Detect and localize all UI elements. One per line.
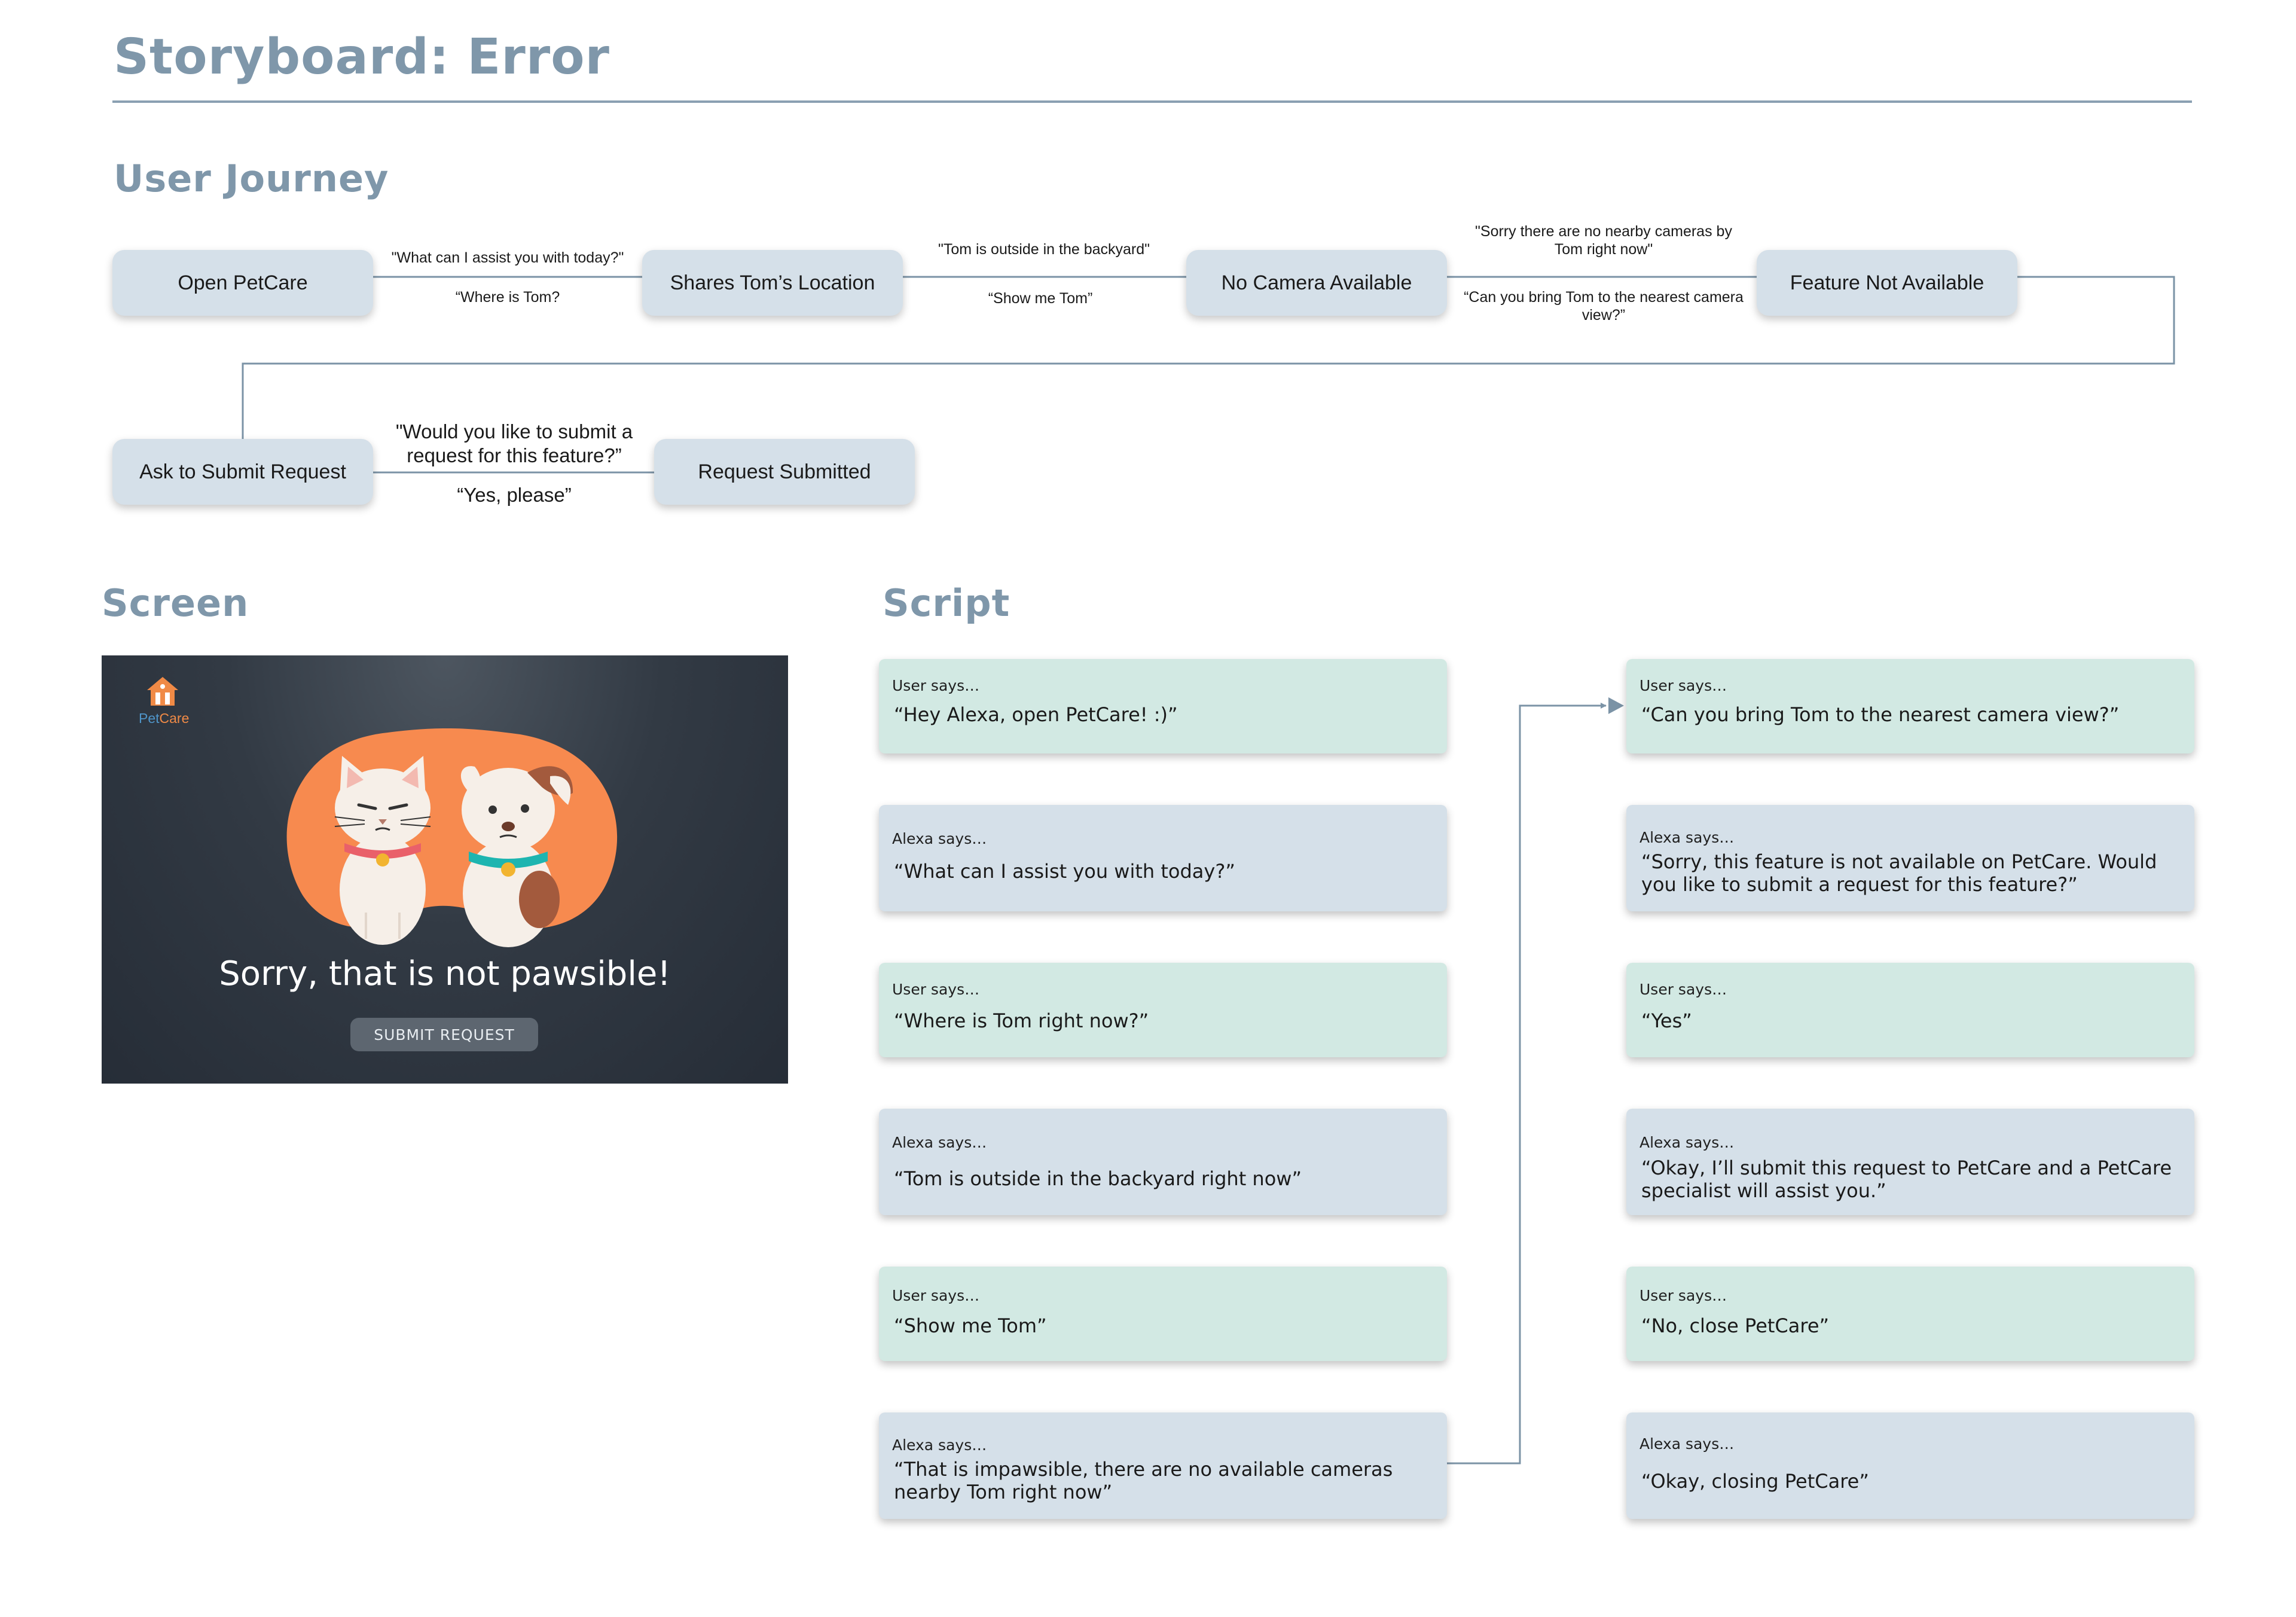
dialogue-text: “That is impawsible, there are no availa… (894, 1458, 1393, 1503)
dialogue-text: “Tom is outside in the backyard right no… (894, 1167, 1302, 1190)
script-card-right-3: User says… “Yes” (1626, 963, 2194, 1057)
speaker-label: Alexa says… (1639, 829, 1735, 846)
script-jump-arrow (1447, 703, 1607, 1465)
journey-node-request-submitted: Request Submitted (654, 439, 915, 505)
script-card-left-6: Alexa says… “That is impawsible, there a… (879, 1412, 1447, 1519)
edge-1-alexa-label: "What can I assist you with today?" (391, 249, 624, 266)
edge-4-user-label: “Yes, please” (457, 484, 572, 506)
edge-4-alexa-label: "Would you like to submit a request for … (395, 420, 633, 466)
screen-heading: Screen (102, 581, 249, 625)
petcare-logo-text: PetCare (139, 710, 190, 726)
edge-1-user-label: “Where is Tom? (455, 289, 560, 306)
submit-request-button[interactable]: SUBMIT REQUEST (350, 1018, 538, 1051)
dialogue-text: “Where is Tom right now?” (894, 1009, 1149, 1032)
script-card-left-4: Alexa says… “Tom is outside in the backy… (879, 1109, 1447, 1215)
speaker-label: Alexa says… (1639, 1134, 1735, 1151)
speaker-label: User says… (892, 677, 980, 694)
dialogue-text: “No, close PetCare” (1641, 1314, 1830, 1337)
petcare-logo: PetCare (139, 675, 190, 727)
arrow-head-icon (1608, 697, 1624, 714)
journey-node-no-camera: No Camera Available (1186, 250, 1447, 316)
speaker-label: Alexa says… (892, 830, 987, 847)
script-card-left-5: User says… “Show me Tom” (879, 1267, 1447, 1361)
script-card-right-4: Alexa says… “Okay, I’ll submit this requ… (1626, 1109, 2194, 1215)
script-card-right-5: User says… “No, close PetCare” (1626, 1267, 2194, 1361)
script-card-left-3: User says… “Where is Tom right now?” (879, 963, 1447, 1057)
page-title: Storyboard: Error (114, 29, 610, 86)
script-card-left-1: User says… “Hey Alexa, open PetCare! :)” (879, 659, 1447, 753)
dialogue-text: “What can I assist you with today?” (894, 860, 1235, 883)
edge-3-user-label: “Can you bring Tom to the nearest camera… (1464, 289, 1744, 324)
speaker-label: User says… (1639, 677, 1727, 694)
speaker-label: Alexa says… (1639, 1435, 1735, 1453)
speaker-label: User says… (892, 981, 980, 998)
wrap-connector (242, 276, 2175, 439)
speaker-label: Alexa says… (892, 1134, 987, 1151)
dialogue-text: “Can you bring Tom to the nearest camera… (1641, 703, 2120, 726)
dialogue-text: “Okay, closing PetCare” (1641, 1470, 1869, 1493)
device-screen: PetCare Sorry, that is not pawsi (102, 655, 788, 1084)
journey-node-ask-submit: Ask to Submit Request (112, 439, 373, 505)
dialogue-text: “Okay, I’ll submit this request to PetCa… (1641, 1157, 2172, 1202)
script-card-right-6: Alexa says… “Okay, closing PetCare” (1626, 1412, 2194, 1519)
dialogue-text: “Yes” (1641, 1009, 1692, 1032)
dialogue-text: “Hey Alexa, open PetCare! :)” (894, 703, 1178, 726)
script-heading: Script (883, 581, 1010, 625)
cat-and-dog-illustration (286, 728, 618, 947)
error-message: Sorry, that is not pawsible! (219, 954, 671, 993)
edge-3-alexa-label: "Sorry there are no nearby cameras by To… (1475, 223, 1732, 258)
user-journey-heading: User Journey (114, 157, 389, 200)
edge-2-user-label: “Show me Tom” (988, 290, 1093, 307)
journey-node-feature-not-available: Feature Not Available (1757, 250, 2017, 316)
speaker-label: Alexa says… (892, 1436, 987, 1454)
script-card-right-1: User says… “Can you bring Tom to the nea… (1626, 659, 2194, 753)
dialogue-text: “Sorry, this feature is not available on… (1641, 850, 2157, 896)
script-card-right-2: Alexa says… “Sorry, this feature is not … (1626, 805, 2194, 911)
house-icon (147, 677, 178, 706)
dialogue-text: “Show me Tom” (894, 1314, 1047, 1337)
journey-node-open-petcare: Open PetCare (112, 250, 373, 316)
script-card-left-2: Alexa says… “What can I assist you with … (879, 805, 1447, 911)
speaker-label: User says… (1639, 1287, 1727, 1304)
speaker-label: User says… (1639, 981, 1727, 998)
journey-node-shares-location: Shares Tom’s Location (642, 250, 903, 316)
title-divider (112, 100, 2192, 103)
edge-2-alexa-label: "Tom is outside in the backyard" (938, 241, 1150, 258)
speaker-label: User says… (892, 1287, 980, 1304)
